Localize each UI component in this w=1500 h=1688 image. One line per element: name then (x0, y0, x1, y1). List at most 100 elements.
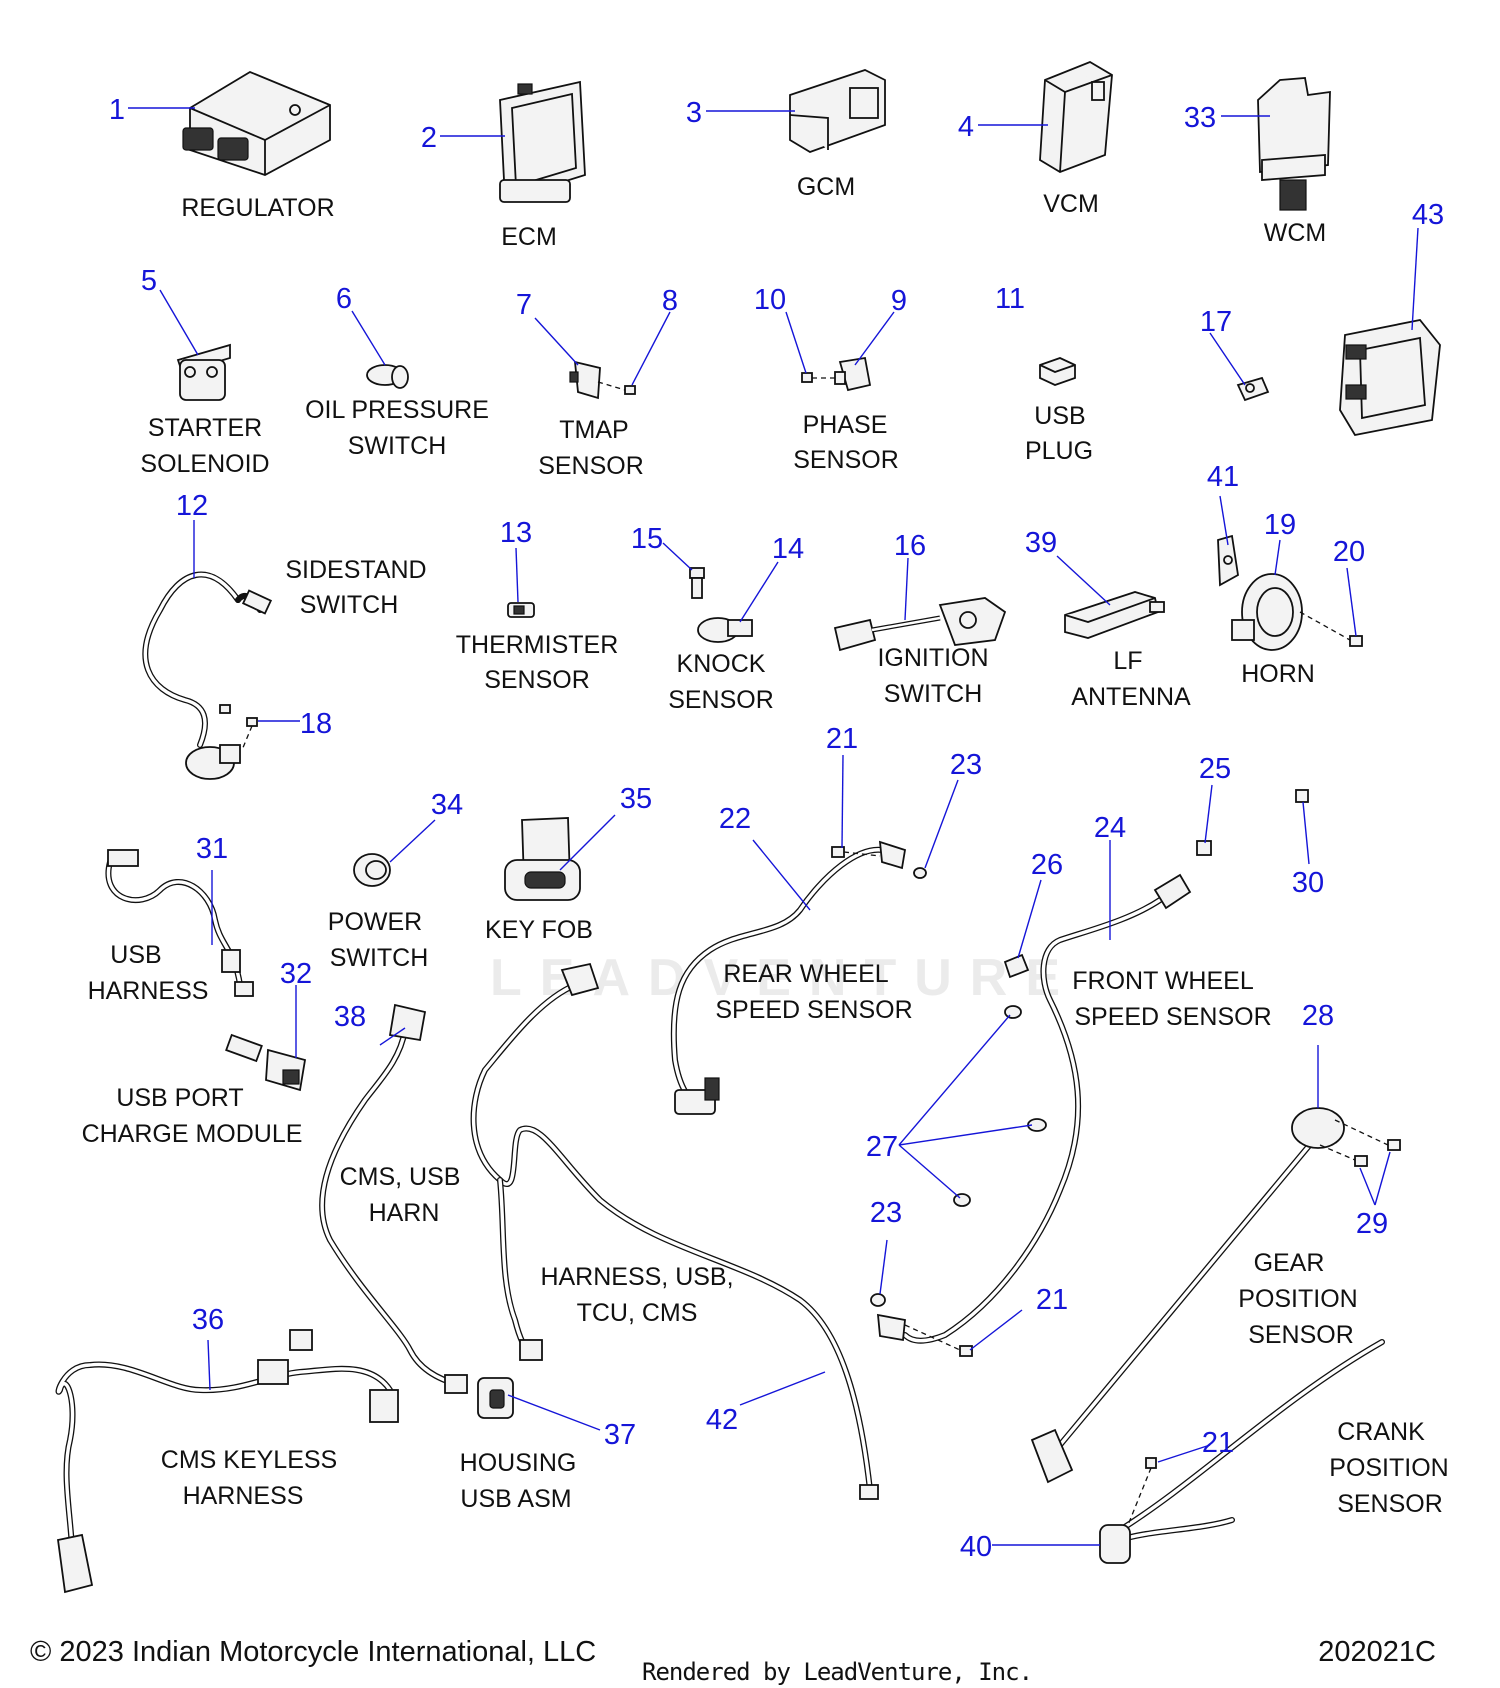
cms-usb-harn-part[interactable] (319, 1003, 468, 1394)
callout-21b[interactable]: 21 (1036, 1284, 1068, 1316)
callout-36[interactable]: 36 (192, 1304, 224, 1336)
label-tmap-sensor-1: TMAP (559, 416, 628, 444)
usb-plug-part[interactable] (1039, 357, 1076, 386)
callout-32[interactable]: 32 (280, 958, 312, 990)
callout-19[interactable]: 19 (1264, 509, 1296, 541)
oil-pressure-switch-part[interactable] (366, 364, 409, 389)
callout-23b[interactable]: 23 (870, 1197, 902, 1229)
callout-20[interactable]: 20 (1333, 536, 1365, 568)
gcm-part[interactable] (789, 69, 886, 153)
front-wheel-speed-sensor-part[interactable] (876, 873, 1192, 1344)
callout-12[interactable]: 12 (176, 490, 208, 522)
wcm-part[interactable] (1257, 77, 1331, 211)
label-cms-keyless-harness-1: CMS KEYLESS (161, 1446, 337, 1474)
vcm-part[interactable] (1039, 60, 1113, 173)
callout-6[interactable]: 6 (336, 283, 352, 315)
callout-15[interactable]: 15 (631, 523, 663, 555)
sidestand-screw-part[interactable] (219, 704, 258, 751)
module-43-part[interactable] (1339, 319, 1441, 437)
callout-31[interactable]: 31 (196, 833, 228, 865)
rear-sensor-washer-part[interactable] (913, 867, 927, 879)
label-tmap-sensor-2: SENSOR (538, 452, 644, 480)
rear-wheel-speed-sensor-part[interactable] (670, 840, 907, 1115)
callout-42[interactable]: 42 (706, 1404, 738, 1436)
tmap-bolt-part[interactable] (597, 381, 636, 395)
clip-part[interactable] (1236, 376, 1270, 402)
ecm-part[interactable] (499, 80, 586, 203)
housing-usb-asm-part[interactable] (477, 1377, 514, 1419)
label-sidestand-switch-1: SIDESTAND (285, 556, 426, 584)
key-fob-part[interactable] (504, 817, 581, 901)
sidestand-switch-part[interactable] (142, 571, 273, 780)
clip-30-part[interactable] (1295, 789, 1309, 803)
callout-10[interactable]: 10 (754, 284, 786, 316)
power-switch-part[interactable] (353, 853, 391, 887)
regulator-part[interactable] (182, 70, 331, 176)
callout-26[interactable]: 26 (1031, 849, 1063, 881)
tmap-sensor-part[interactable] (569, 360, 601, 400)
usb-port-charge-module-part[interactable] (225, 1033, 307, 1092)
callout-35[interactable]: 35 (620, 783, 652, 815)
callout-39[interactable]: 39 (1025, 527, 1057, 559)
callout-37[interactable]: 37 (604, 1419, 636, 1451)
gear-sensor-screw-part[interactable] (1319, 1119, 1401, 1167)
front-sensor-washer-part[interactable] (870, 1293, 886, 1307)
label-harness-usb-tcu-cms-1: HARNESS, USB, (540, 1263, 733, 1291)
callout-1[interactable]: 1 (109, 94, 125, 126)
horn-screw-part[interactable] (1299, 611, 1363, 647)
callout-18[interactable]: 18 (300, 708, 332, 740)
label-ecm: ECM (501, 223, 557, 251)
thermister-sensor-part[interactable] (507, 602, 535, 618)
knock-sensor-part[interactable] (697, 617, 753, 643)
usb-harness-part[interactable] (105, 849, 254, 997)
callout-41[interactable]: 41 (1207, 461, 1239, 493)
callout-43[interactable]: 43 (1412, 199, 1444, 231)
callout-5[interactable]: 5 (141, 265, 157, 297)
knock-bolt-part[interactable] (689, 567, 705, 599)
callout-33[interactable]: 33 (1184, 102, 1216, 134)
callout-38[interactable]: 38 (334, 1001, 366, 1033)
callout-11[interactable]: 11 (995, 283, 1025, 315)
front-sensor-clip-26-part[interactable] (1003, 953, 1030, 979)
label-oil-pressure-switch-1: OIL PRESSURE (305, 396, 489, 424)
crank-sensor-bolt-part[interactable] (1127, 1457, 1157, 1526)
callout-23a[interactable]: 23 (950, 749, 982, 781)
callout-28[interactable]: 28 (1302, 1000, 1334, 1032)
phase-sensor-part[interactable] (834, 356, 872, 392)
callout-21a[interactable]: 21 (826, 723, 858, 755)
phase-bolt-part[interactable] (801, 372, 836, 383)
part-labels: REGULATOR ECM GCM VCM WCM STARTER SOLENO… (82, 173, 1449, 1518)
gear-position-sensor-part[interactable] (1030, 1107, 1345, 1484)
callout-17[interactable]: 17 (1200, 306, 1232, 338)
front-sensor-bolt-part[interactable] (904, 1324, 973, 1357)
callout-40[interactable]: 40 (960, 1531, 992, 1563)
label-starter-solenoid-1: STARTER (148, 414, 262, 442)
callout-27[interactable]: 27 (866, 1131, 898, 1163)
callout-14[interactable]: 14 (772, 533, 804, 565)
callout-3[interactable]: 3 (686, 97, 702, 129)
callout-29[interactable]: 29 (1356, 1208, 1388, 1240)
horn-part[interactable] (1231, 573, 1303, 651)
callout-24[interactable]: 24 (1094, 812, 1126, 844)
callout-21c[interactable]: 21 (1202, 1427, 1234, 1459)
callout-13[interactable]: 13 (500, 517, 532, 549)
crank-position-sensor-part[interactable] (1099, 1339, 1385, 1564)
harness-usb-tcu-cms-part[interactable] (470, 962, 879, 1500)
rear-sensor-bolt-part[interactable] (831, 846, 881, 858)
callout-16[interactable]: 16 (894, 530, 926, 562)
wire-clip-27-part[interactable] (953, 1005, 1047, 1207)
callout-34[interactable]: 34 (431, 789, 463, 821)
callout-30[interactable]: 30 (1292, 867, 1324, 899)
callout-2[interactable]: 2 (421, 122, 437, 154)
ignition-switch-part[interactable] (833, 597, 1007, 652)
front-sensor-clip-part[interactable] (1196, 840, 1212, 856)
callout-4[interactable]: 4 (958, 111, 974, 143)
callout-9[interactable]: 9 (891, 285, 907, 317)
callout-8[interactable]: 8 (662, 285, 678, 317)
callout-7[interactable]: 7 (516, 289, 532, 321)
lf-antenna-part[interactable] (1064, 591, 1165, 639)
cms-keyless-harness-part[interactable] (55, 1329, 399, 1594)
callout-22[interactable]: 22 (719, 803, 751, 835)
callout-25[interactable]: 25 (1199, 753, 1231, 785)
starter-solenoid-part[interactable] (176, 343, 231, 401)
